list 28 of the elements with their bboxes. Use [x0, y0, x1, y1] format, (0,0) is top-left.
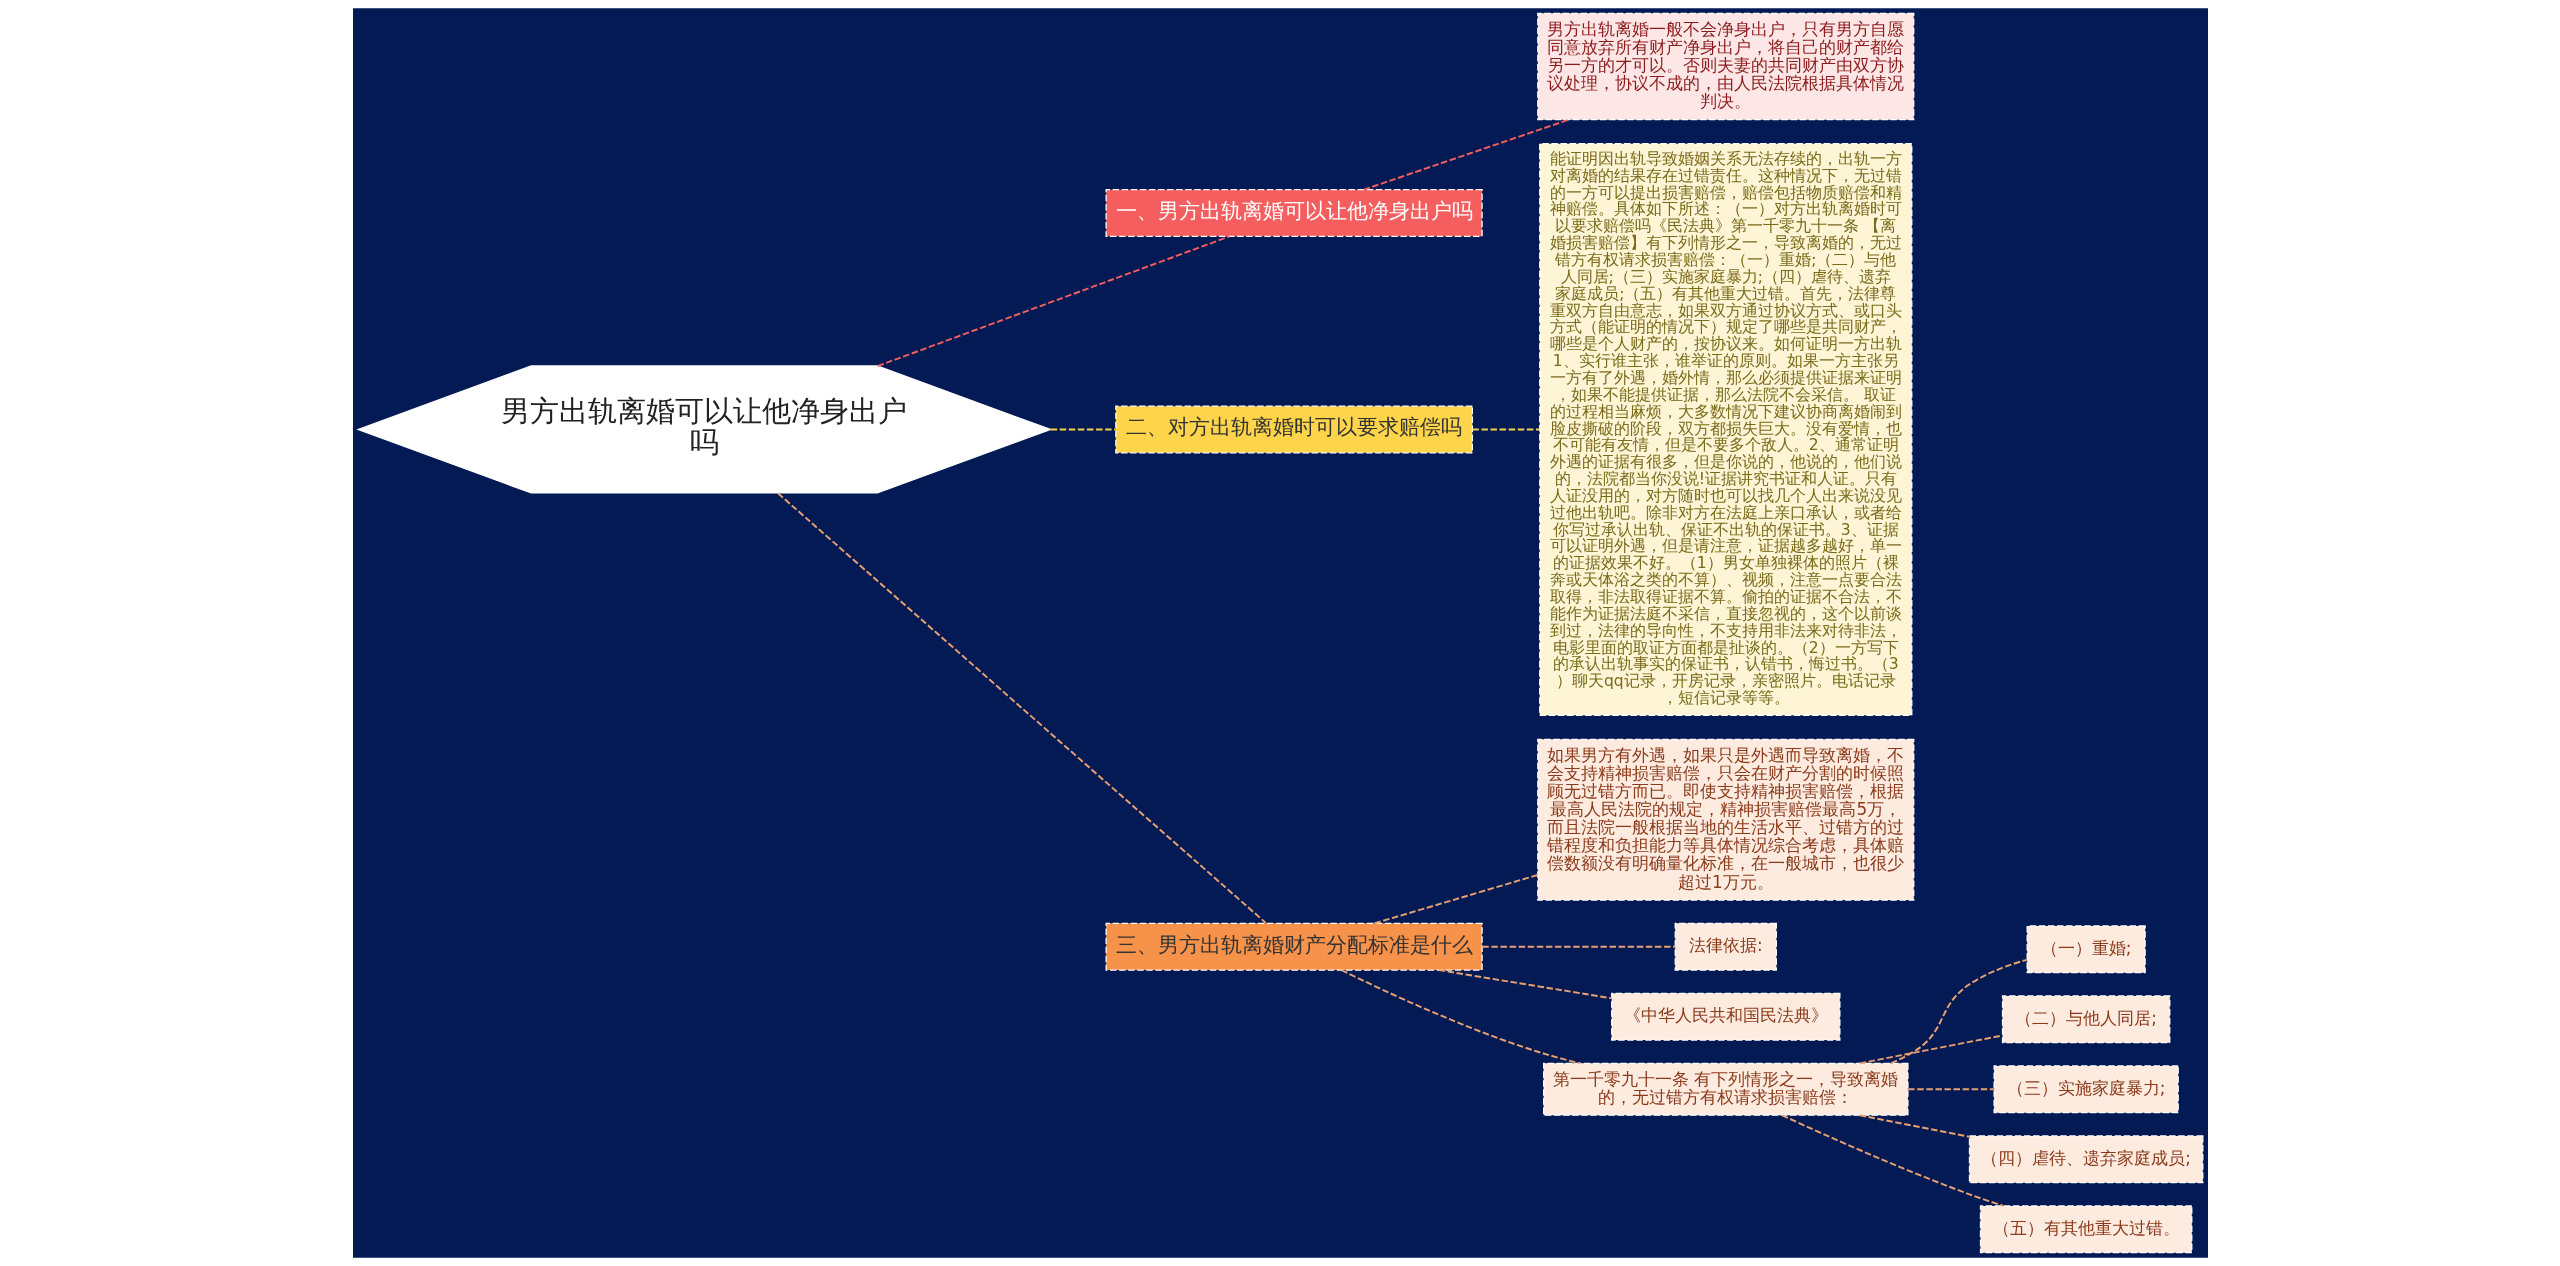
node-box: 如果男方有外遇，如果只是外遇而导致离婚，不会支持精神损害赔偿，只会在财产分割的时候照顾无过错方而已。即使支持精神损害赔偿，根据最高人民法院的规定，精神损害赔偿最高5万，而且法院一般根据当地的生活水平、过错方的过错程度和负担能力等具体情况综合考虑，具体赔偿数额没有明确量化标准，在一般城市，也很少超过1万元。 [1536, 738, 1914, 901]
node-box: 三、男方出轨离婚财产分配标准是什么 [1105, 922, 1483, 971]
connector [1858, 1114, 1970, 1138]
node-box: （四）虐待、遗弃家庭成员; [1968, 1135, 2203, 1184]
node-box: 二、对方出轨离婚时可以要求赔偿吗 [1114, 405, 1473, 454]
connector [1437, 969, 1613, 1000]
connector [1889, 958, 2028, 1065]
connector [1362, 118, 1570, 191]
connector [1470, 428, 1540, 431]
connector [1906, 1088, 1995, 1091]
connector [776, 492, 1267, 924]
connector [1780, 1114, 2004, 1207]
node-box: （三）实施家庭暴力; [1992, 1065, 2179, 1114]
connector [876, 235, 1230, 367]
node-box: 一、男方出轨离婚可以让他净身出户吗 [1105, 189, 1483, 237]
node-box: 第一千零九十一条 有下列情形之一，导致离婚的，无过错方有权请求损害赔偿： [1542, 1062, 1909, 1116]
node-box: 能证明因出轨导致婚姻关系无法存续的，出轨一方对离婚的结果存在过错责任。这种情况下，无过错的一方可以提出损害赔偿，赔偿包括物质赔偿和精神赔偿。具体如下所述：（一）对方出轨离婚时可以要求赔偿吗《民法典》第一千零九十一条 【离婚损害赔偿】有下列情形之一，导致离婚的，无过错方有权请求损害赔偿：（一）重婚;（二）与他人同居;（三）实施家庭暴力;（四）虐待、遗弃家庭成员;（五）有其他重大过错。首先，法律尊重双方自由意志，如果双方通过协议方式、或口头方式（能证明的情况下）规定了哪些是共同财产，哪些是个人财产的，按协议来。如何证明一方出轨1、实行谁主张，谁举证的原则。如果一方主张另一方有了外遇，婚外情，那么必须提供证据来证明，如果不能提供证据，那么法院不会采信。 取证的过程相当麻烦，大多数情况下建议协商离婚闹到脸皮撕破的阶段，双方都损失巨大。没有爱情，也不可能有友情，但是不要多个敌人。2、通常证明外遇的证据有很多，但是你说的，他说的，他们说的，法院都当你没说!证据讲究书证和人证。只有人证没用的，对方随时也可以找几个人出来说没见过他出轨吧。除非对方在法庭上亲口承认，或者给你写过承认出轨、保证不出轨的保证书。3、证据可以证明外遇，但是请注意，证据越多越好，单一的证据效果不好。（1）男女单独裸体的照片（裸奔或天体浴之类的不算）、视频，注意一点要合法取得，非法取得证据不算。偷拍的证据不合法，不能作为证据法庭不采信，直接忽视的，这个以前谈到过，法律的导向性，不支持用非法来对待非法，电影里面的取证方面都是扯谈的。（2）一方写下的承认出轨事实的保证书，认错书，悔过书。（3）聊天qq记录，开房记录，亲密照片。电话记录，短信记录等等。 [1538, 143, 1912, 716]
node-box: 男方出轨离婚一般不会净身出户，只有男方自愿同意放弃所有财产净身出户，将自己的财产都给另一方的才可以。否则夫妻的共同财产由双方协议处理，协议不成的，由人民法院根据具体情况判决。 [1536, 12, 1914, 121]
node-box: （一）重婚; [2026, 925, 2146, 974]
node-box: 法律依据: [1674, 922, 1777, 971]
connector [1049, 428, 1117, 431]
node-box: （五）有其他重大过错。 [1979, 1205, 2192, 1254]
connector [1858, 1034, 2003, 1065]
connector [1340, 969, 1581, 1065]
connector [1480, 945, 1676, 948]
node-box: 《中华人民共和国民法典》 [1610, 992, 1840, 1041]
connector [1373, 874, 1538, 925]
node-box: （二）与他人同居; [2001, 995, 2170, 1044]
